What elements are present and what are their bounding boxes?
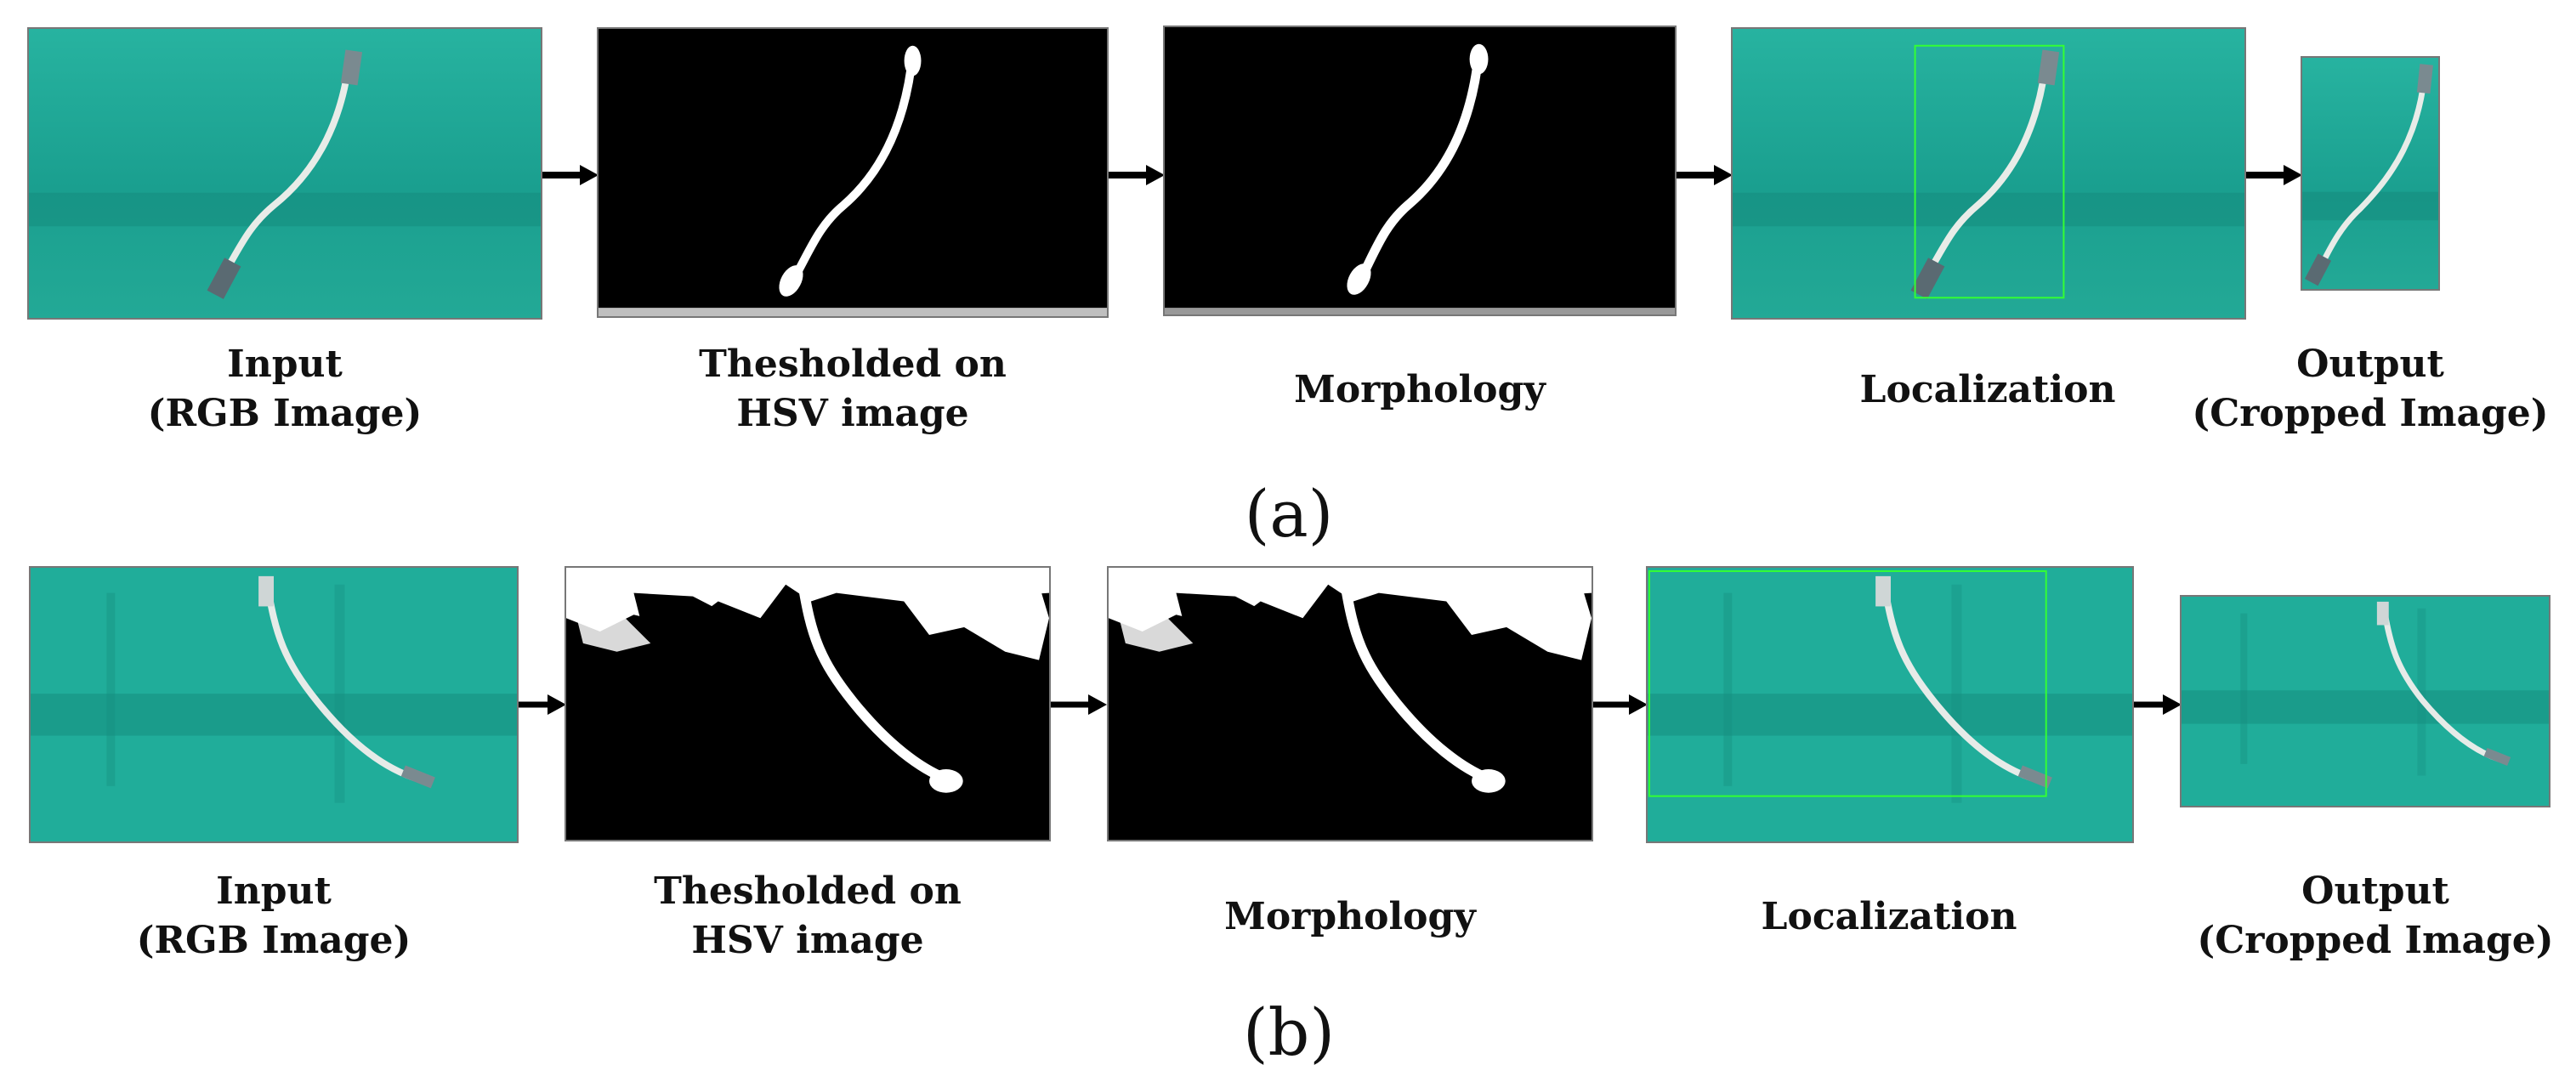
arrow-icon <box>1109 165 1165 185</box>
panel-b-threshold-caption: Thesholded on HSV image <box>553 867 1063 966</box>
caption-line: Thesholded on <box>699 343 1007 386</box>
caption-line: (Cropped Image) <box>2197 919 2554 962</box>
rov-cable-photo <box>1648 568 2132 841</box>
caption-line: Localization <box>1859 368 2116 411</box>
panel-b-threshold-image <box>565 566 1051 841</box>
panel-b-label: (b) <box>1243 994 1335 1070</box>
caption-line: Morphology <box>1224 895 1476 938</box>
panel-a-threshold-caption: Thesholded on HSV image <box>598 340 1108 439</box>
panel-a-localization-caption: Localization <box>1733 365 2243 415</box>
caption-line: Output <box>2296 343 2444 386</box>
caption-line: Morphology <box>1294 368 1546 411</box>
caption-line: Output <box>2301 870 2449 913</box>
morphology-mask <box>1109 568 1592 840</box>
bounding-box <box>1648 569 2047 797</box>
caption-line: HSV image <box>691 919 924 962</box>
panel-a-input-caption: Input (RGB Image) <box>30 340 540 439</box>
caption-line: (Cropped Image) <box>2192 392 2549 435</box>
cropped-cable-photo <box>2302 58 2438 289</box>
panel-a-morphology-image <box>1163 25 1677 316</box>
caption-line: Thesholded on <box>654 870 962 913</box>
caption-line: Input <box>216 870 332 913</box>
panel-b-morphology-image <box>1107 566 1593 841</box>
panel-b-input-caption: Input (RGB Image) <box>19 867 529 966</box>
arrow-icon <box>1051 694 1107 715</box>
rov-cable-photo <box>31 568 517 841</box>
panel-a-output-caption: Output (Cropped Image) <box>2192 340 2549 439</box>
panel-a-threshold-image <box>597 27 1109 318</box>
arrow-icon <box>1593 694 1648 715</box>
bounding-box <box>1914 44 2065 299</box>
rov-cable-photo <box>29 29 541 318</box>
morphology-mask <box>1165 27 1675 314</box>
panel-b-morphology-caption: Morphology <box>1095 892 1605 942</box>
caption-line: Localization <box>1761 895 2017 938</box>
panel-b-input-image <box>29 566 519 843</box>
arrow-icon <box>1677 165 1733 185</box>
panel-b-output-image <box>2180 595 2550 807</box>
arrow-icon <box>2246 165 2302 185</box>
panel-a-input-image <box>27 27 542 320</box>
caption-line: (RGB Image) <box>147 392 423 435</box>
arrow-icon <box>542 165 599 185</box>
caption-line: Input <box>227 343 343 386</box>
arrow-icon <box>519 694 566 715</box>
binary-mask <box>599 29 1107 316</box>
panel-a-label: (a) <box>1244 476 1334 552</box>
binary-mask <box>566 568 1049 840</box>
panel-a-morphology-caption: Morphology <box>1165 365 1675 415</box>
cropped-cable-photo <box>2182 597 2549 806</box>
panel-b-output-caption: Output (Cropped Image) <box>2197 867 2554 966</box>
panel-b-localization-caption: Localization <box>1634 892 2144 942</box>
panel-b-localization-image <box>1646 566 2134 843</box>
caption-line: (RGB Image) <box>136 919 411 962</box>
rov-cable-photo <box>1733 29 2244 318</box>
arrow-icon <box>2134 694 2182 715</box>
panel-a-output-image <box>2301 56 2440 291</box>
caption-line: HSV image <box>736 392 969 435</box>
panel-a-localization-image <box>1731 27 2246 320</box>
